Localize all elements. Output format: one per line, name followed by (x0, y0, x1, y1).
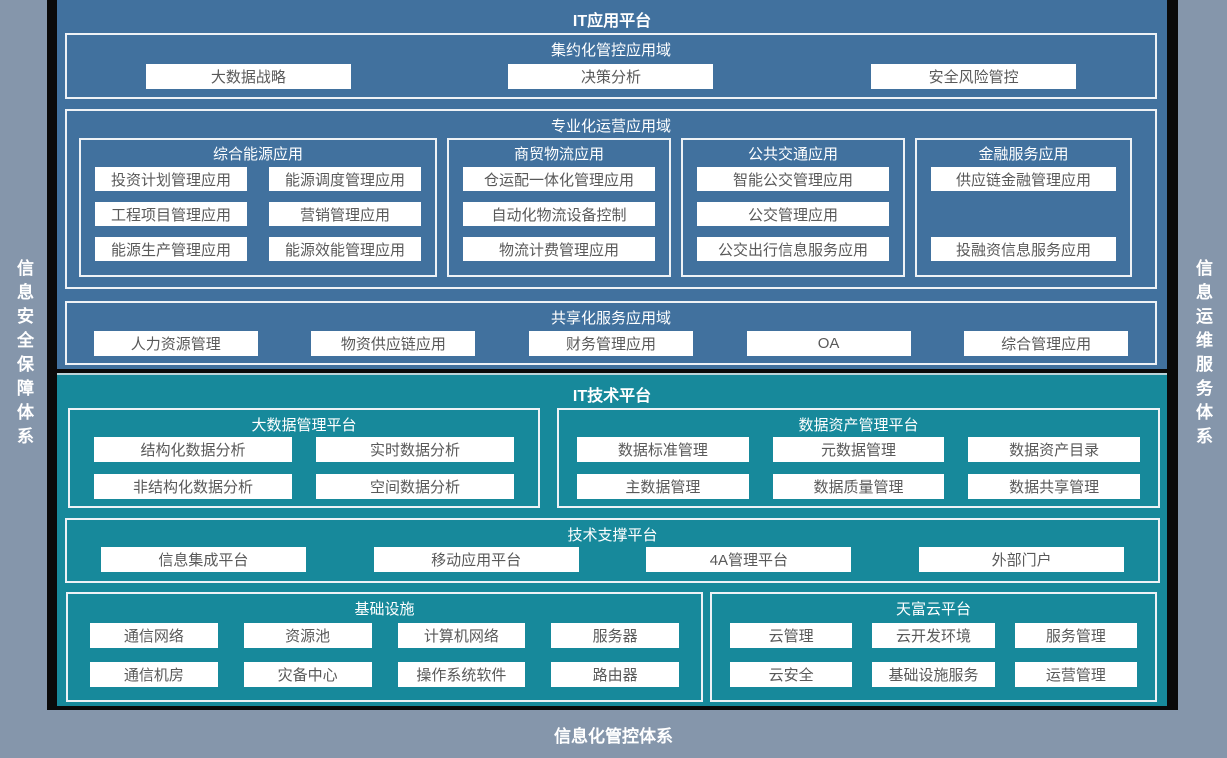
group-title: 公共交通应用 (747, 146, 838, 163)
app-item: 大数据战略 (145, 64, 351, 89)
app-item: 综合管理应用 (964, 331, 1129, 356)
app-item: 安全风险管控 (871, 64, 1077, 89)
app-item: 能源生产管理应用 (95, 237, 247, 261)
governance-system-label: 信息化管控体系 (554, 726, 673, 746)
tech-item: 操作系统软件 (397, 662, 526, 687)
app-item: 智能公交管理应用 (697, 167, 889, 191)
app-item: 自动化物流设备控制 (463, 202, 655, 226)
it-app-platform-title: IT应用平台 (572, 13, 652, 30)
app-item: 能源调度管理应用 (269, 167, 421, 191)
ops-service-system-label: 信息运维服务体系 (1193, 259, 1212, 451)
group-title: 商贸物流应用 (513, 146, 604, 163)
app-item: 公交出行信息服务应用 (697, 237, 889, 261)
app-item: 能源效能管理应用 (269, 237, 421, 261)
section-title: 大数据管理平台 (251, 417, 357, 434)
app-item: 仓运配一体化管理应用 (463, 167, 655, 191)
group-integrated-energy: 综合能源应用 投资计划管理应用 能源调度管理应用 工程项目管理应用 营销管理应用… (79, 138, 437, 277)
security-system-bar: 信息安全保障体系 (0, 0, 47, 710)
tech-item: 数据质量管理 (772, 474, 945, 499)
app-item: 财务管理应用 (528, 331, 693, 356)
section-bigdata-management-platform: 大数据管理平台 结构化数据分析 实时数据分析 非结构化数据分析 空间数据分析 (68, 408, 540, 508)
app-item: 人力资源管理 (93, 331, 258, 356)
tech-item: 服务管理 (1014, 623, 1137, 648)
tech-item: 元数据管理 (772, 437, 945, 462)
section-data-asset-management-platform: 数据资产管理平台 数据标准管理 元数据管理 数据资产目录 主数据管理 数据质量管… (557, 408, 1160, 508)
group-title: 金融服务应用 (978, 146, 1069, 163)
app-item: 营销管理应用 (269, 202, 421, 226)
tech-item: 数据资产目录 (968, 437, 1140, 462)
tech-item: 主数据管理 (577, 474, 749, 499)
it-app-platform-panel: IT应用平台 集约化管控应用域 大数据战略 决策分析 安全风险管控 专业化运营应… (57, 0, 1167, 369)
app-item: 物资供应链应用 (311, 331, 476, 356)
tech-item: 服务器 (551, 623, 679, 648)
tech-item: 运营管理 (1014, 662, 1137, 687)
tech-item: 资源池 (243, 623, 372, 648)
tech-item: 信息集成平台 (100, 547, 306, 572)
tech-item: 云管理 (730, 623, 853, 648)
section-title: 共享化服务应用域 (550, 310, 671, 327)
tech-item: 结构化数据分析 (94, 437, 292, 462)
tech-item: 数据共享管理 (968, 474, 1140, 499)
it-tech-platform-title: IT技术平台 (572, 388, 652, 405)
tech-item: 外部门户 (919, 547, 1125, 572)
tech-item: 空间数据分析 (316, 474, 514, 499)
section-title: 技术支撑平台 (567, 527, 658, 544)
tech-item: 灾备中心 (243, 662, 372, 687)
tech-item: 计算机网络 (397, 623, 526, 648)
it-tech-platform-panel: IT技术平台 大数据管理平台 结构化数据分析 实时数据分析 非结构化数据分析 空… (57, 373, 1167, 706)
tech-item: 4A管理平台 (646, 547, 852, 572)
group-public-transport: 公共交通应用 智能公交管理应用 公交管理应用 公交出行信息服务应用 (681, 138, 905, 277)
section-shared-service-domain: 共享化服务应用域 人力资源管理 物资供应链应用 财务管理应用 OA 综合管理应用 (65, 301, 1157, 365)
app-item: 供应链金融管理应用 (931, 167, 1116, 191)
tech-item: 基础设施服务 (872, 662, 995, 687)
ops-service-system-bar: 信息运维服务体系 (1178, 0, 1227, 710)
group-financial-services: 金融服务应用 供应链金融管理应用 投融资信息服务应用 (915, 138, 1132, 277)
tech-item: 数据标准管理 (577, 437, 749, 462)
section-intensive-control-domain: 集约化管控应用域 大数据战略 决策分析 安全风险管控 (65, 33, 1157, 99)
section-title: 基础设施 (354, 601, 415, 618)
app-item: 工程项目管理应用 (95, 202, 247, 226)
tech-item: 通信机房 (90, 662, 218, 687)
group-trade-logistics: 商贸物流应用 仓运配一体化管理应用 自动化物流设备控制 物流计费管理应用 (447, 138, 671, 277)
governance-system-bar: 信息化管控体系 (0, 710, 1227, 758)
app-item: 投资计划管理应用 (95, 167, 247, 191)
section-tech-support-platform: 技术支撑平台 信息集成平台 移动应用平台 4A管理平台 外部门户 (65, 518, 1160, 583)
section-title: 专业化运营应用域 (550, 118, 671, 135)
tech-item: 移动应用平台 (373, 547, 579, 572)
tech-item: 实时数据分析 (316, 437, 514, 462)
section-infrastructure: 基础设施 通信网络 资源池 计算机网络 服务器 通信机房 灾备中心 操作系统软件… (66, 592, 703, 702)
section-title: 集约化管控应用域 (550, 42, 671, 59)
app-item: OA (746, 331, 911, 356)
section-tianfu-cloud-platform: 天富云平台 云管理 云开发环境 服务管理 云安全 基础设施服务 运营管理 (710, 592, 1157, 702)
tech-item: 云开发环境 (872, 623, 995, 648)
app-item: 决策分析 (508, 64, 714, 89)
tech-item: 通信网络 (90, 623, 218, 648)
tech-item: 非结构化数据分析 (94, 474, 292, 499)
tech-item: 路由器 (551, 662, 679, 687)
group-title: 综合能源应用 (212, 146, 303, 163)
section-title: 天富云平台 (895, 601, 971, 618)
app-item: 物流计费管理应用 (463, 237, 655, 261)
app-item: 公交管理应用 (697, 202, 889, 226)
section-title: 数据资产管理平台 (798, 417, 919, 434)
tech-item: 云安全 (730, 662, 853, 687)
security-system-label: 信息安全保障体系 (14, 259, 33, 451)
section-professional-operation-domain: 专业化运营应用域 综合能源应用 投资计划管理应用 能源调度管理应用 工程项目管理… (65, 109, 1157, 289)
app-item: 投融资信息服务应用 (931, 237, 1116, 261)
